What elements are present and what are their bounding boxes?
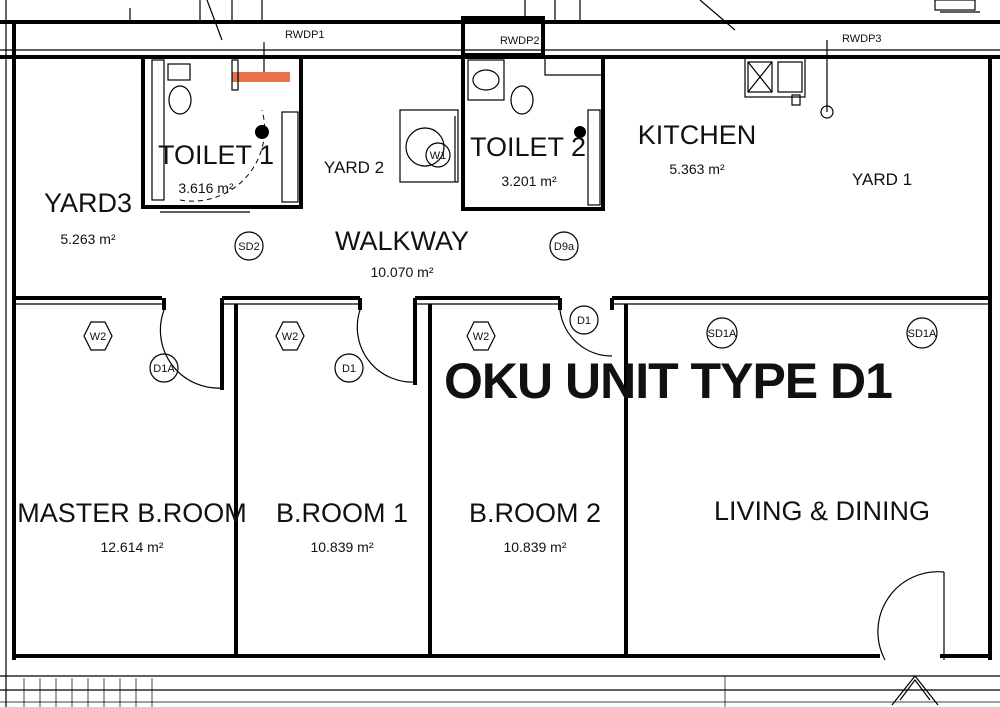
kitchen-sink	[744, 40, 834, 119]
toilet1-area: 3.616 m²	[178, 180, 234, 196]
rwdp2-label: RWDP2	[500, 35, 540, 47]
door-tag-d1-bedroom1: D1	[334, 353, 364, 383]
walkway-name: WALKWAY	[335, 226, 469, 256]
window-tag-w2-bedroom1: W2	[275, 321, 305, 351]
bedroom2-name: B.ROOM 2	[469, 498, 601, 528]
svg-text:W2: W2	[473, 331, 490, 343]
master-bedroom-name: MASTER B.ROOM	[17, 498, 247, 528]
bedroom1-name: B.ROOM 1	[276, 498, 408, 528]
yard2-name: YARD 2	[324, 158, 384, 177]
bedroom2-area: 10.839 m²	[503, 539, 566, 555]
plan-title: OKU UNIT TYPE D1	[444, 353, 892, 409]
toilet2-area: 3.201 m²	[501, 173, 557, 189]
kitchen-area: 5.363 m²	[669, 161, 725, 177]
bedroom1-area: 10.839 m²	[310, 539, 373, 555]
master-bedroom-area: 12.614 m²	[100, 539, 163, 555]
kitchen-name: KITCHEN	[638, 120, 757, 150]
toilet2-name: TOILET 2	[470, 132, 586, 162]
washing-machine	[399, 109, 459, 183]
top-edge-details	[129, 0, 980, 41]
door-tag-sd1a-right: SD1A	[906, 317, 938, 349]
window-tag-w2-master: W2	[83, 321, 113, 351]
door-tag-sd2: SD2	[234, 231, 264, 261]
bottom-ticks	[23, 676, 726, 707]
door-tag-d1a: D1A	[149, 353, 179, 383]
door-tag-d9a: D9a	[549, 231, 579, 261]
svg-text:D1: D1	[577, 315, 591, 327]
svg-text:SD2: SD2	[238, 241, 259, 253]
yard1-name: YARD 1	[852, 170, 912, 189]
door-tag-sd1a-left: SD1A	[706, 317, 738, 349]
interior-walls	[14, 296, 990, 656]
toilet1-name: TOILET 1	[158, 140, 274, 170]
doors	[159, 309, 945, 706]
svg-text:SD1A: SD1A	[908, 328, 937, 340]
svg-text:W2: W2	[90, 331, 107, 343]
window-tag-w2-bedroom2: W2	[466, 321, 496, 351]
door-tag-d1-living: D1	[569, 305, 599, 335]
svg-text:D1: D1	[342, 363, 356, 375]
rwdp3-label: RWDP3	[842, 33, 882, 45]
svg-text:D1A: D1A	[153, 363, 175, 375]
svg-text:W1: W1	[430, 150, 447, 162]
window-tag-w1: W1	[425, 142, 451, 168]
yard3-name: YARD3	[44, 188, 132, 218]
yard3-area: 5.263 m²	[60, 231, 116, 247]
toilet-2-block	[461, 16, 605, 211]
svg-text:W2: W2	[282, 331, 299, 343]
svg-text:SD1A: SD1A	[708, 328, 737, 340]
toilet-1-block	[141, 42, 303, 213]
living-dining-name: LIVING & DINING	[714, 496, 930, 526]
walkway-area: 10.070 m²	[370, 264, 433, 280]
rwdp1-label: RWDP1	[285, 29, 325, 41]
svg-text:D9a: D9a	[554, 241, 575, 253]
